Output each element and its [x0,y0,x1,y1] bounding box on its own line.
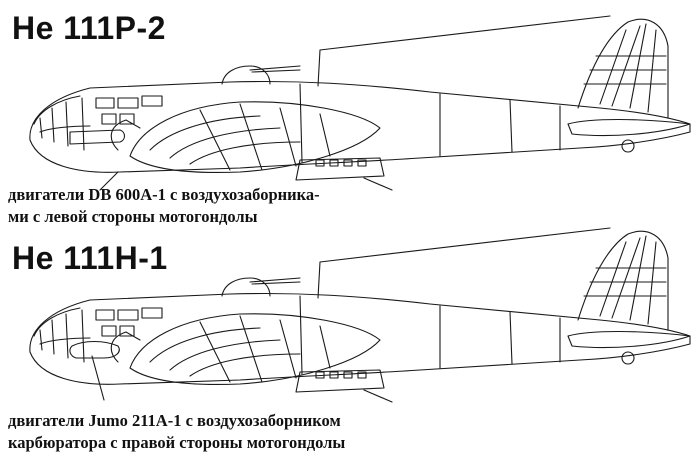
ventral-gun [363,177,393,191]
fuselage-outline [29,292,691,385]
side-windows [95,95,163,125]
leader-line-h1 [91,355,105,401]
ventral-gun [363,389,393,403]
caption-h1-line-1: двигатели Jumo 211A-1 с воздухозаборнико… [8,411,341,430]
model-title-h1: He 111H-1 [12,240,168,276]
panel-lines [299,295,561,375]
tail-wheel [621,351,635,365]
panel-lines [299,83,561,163]
nose-glazing [33,95,85,151]
caption-p2-line-1: двигатели DB 600A-1 с воздухозаборника- [8,185,320,204]
ventral-gondola [295,157,385,181]
antenna [317,227,611,299]
side-windows [95,307,163,337]
ventral-windows [315,159,367,167]
tailplane [567,330,691,349]
fuselage-outline [29,80,691,173]
dorsal-turret [221,277,271,297]
model-title-p2: He 111P-2 [12,10,166,46]
leader-line-p2 [99,171,119,191]
antenna [317,15,611,87]
carburettor-intake [69,340,120,359]
vertical-fin [577,18,669,119]
tail-wheel [621,139,635,153]
engine-nacelle [129,101,381,174]
nose-glazing [33,307,85,363]
aircraft-h1-group [29,227,691,403]
caption-h1: двигатели Jumo 211A-1 с воздухозаборнико… [8,410,345,454]
vertical-fin [577,230,669,331]
ventral-gondola [295,369,385,393]
engine-nacelle [129,313,381,386]
caption-p2-line-2: ми с левой стороны мотогондолы [8,207,258,226]
aircraft-p2-group [29,15,691,191]
ventral-windows [315,371,367,379]
propeller-spinner [110,119,141,151]
dorsal-turret [221,65,271,85]
air-intake [69,129,126,145]
caption-p2: двигатели DB 600A-1 с воздухозаборника- … [8,184,320,228]
tailplane [567,118,691,137]
caption-h1-line-2: карбюратора с правой стороны мотогондолы [8,433,346,452]
